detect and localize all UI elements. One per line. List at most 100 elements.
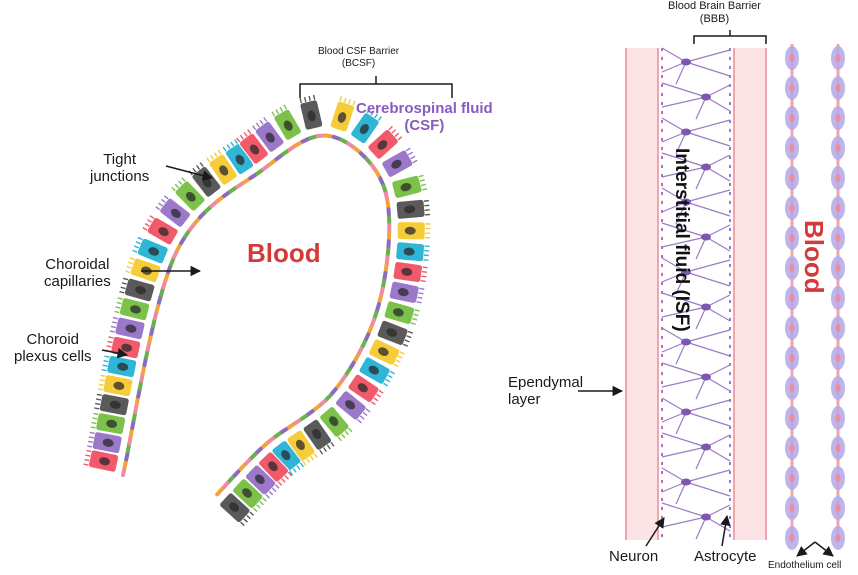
choroid-plexus-cell (350, 108, 382, 145)
choroid-plexus-cells (83, 94, 431, 527)
capillary-segment (183, 228, 192, 239)
cell-nucleus (392, 308, 404, 317)
neuron-label: Neuron (609, 548, 659, 565)
capillary-segment (248, 172, 259, 181)
isf-label: Interstitial fluid (ISF) (671, 148, 692, 332)
choroid-plexus-label: Choroid plexus cells (14, 331, 92, 366)
tight-junctions-label: Tight junctions (90, 151, 149, 186)
capillary-segment (363, 332, 371, 343)
capillary-segment (291, 418, 302, 427)
choroid-plexus-cell (358, 356, 395, 387)
cell-nucleus (255, 474, 265, 485)
choroid-plexus-cell (90, 412, 127, 436)
cell-nucleus (377, 140, 388, 150)
endothelium-nucleus (835, 144, 841, 152)
bbb-label-line2: (BBB) (699, 12, 730, 25)
choroid-plexus-label-line2: plexus cells (14, 348, 92, 366)
choroid-plexus-cell (302, 418, 335, 455)
choroid-plexus-cell (222, 139, 255, 176)
capillary-segment (280, 148, 291, 157)
choroid-plexus-cell (101, 354, 138, 379)
cell-nucleus (400, 183, 412, 192)
ependymal-wall-left (625, 48, 659, 540)
capillary-segment (352, 146, 363, 155)
capillary-segment (169, 256, 176, 267)
choroid-plexus-cell (87, 431, 123, 455)
csf-label-line2: (CSF) (404, 117, 445, 135)
neuron-arrow (645, 517, 665, 547)
neuron-body (681, 268, 691, 276)
capillary-segment (235, 181, 245, 189)
choroid-plexus-cell (376, 319, 414, 347)
cell-nucleus (268, 461, 278, 472)
cell-nucleus (403, 247, 415, 256)
neuron-body (681, 478, 691, 486)
capillary-segment (347, 360, 356, 371)
ependymal-label-line1: Ependymal (508, 374, 584, 391)
capillary-segment (369, 317, 377, 329)
endothelium-nucleus (789, 324, 795, 332)
neuron-body (701, 373, 711, 381)
cell-nucleus (283, 120, 293, 131)
cell-nucleus (281, 450, 291, 461)
capillary-segment (241, 176, 252, 185)
endothelium-nucleus (789, 114, 795, 122)
choroid-plexus-cell (329, 96, 356, 133)
neuron-process (661, 292, 731, 330)
endothelium-nucleus (835, 444, 841, 452)
capillary-segment (359, 339, 367, 350)
csf-label-line1: Cerebrospinal fluid (356, 100, 493, 117)
endothelium-nucleus (789, 264, 795, 272)
capillary-segment (383, 263, 389, 274)
capillary-segment (156, 294, 163, 305)
choroid-plexus-cell (391, 174, 428, 199)
choroid-plexus-cell (271, 104, 302, 141)
capillary-segment (298, 414, 308, 422)
choroidal-capillaries-label-line1: Choroidal (45, 256, 110, 273)
choroid-plexus-cell (155, 195, 191, 228)
choroid-plexus-cell (347, 373, 384, 406)
capillary-segment (144, 348, 150, 360)
cell-nucleus (345, 400, 356, 410)
capillary-segment (381, 183, 388, 195)
capillary-segment (124, 450, 130, 462)
cell-nucleus (404, 205, 416, 214)
endothelium-nucleus (835, 264, 841, 272)
capillary-segment (323, 133, 335, 139)
choroid-plexus-cell (132, 236, 169, 265)
capillary-segment (358, 151, 368, 161)
endothelium-nucleus (789, 444, 795, 452)
tight-junctions-label-line1: Tight (103, 151, 136, 168)
capillary-segment (374, 169, 382, 180)
capillary-segment (130, 419, 136, 430)
bcsf-label-line1: Blood CSF Barrier (318, 46, 400, 57)
capillary-segment (317, 399, 327, 408)
choroid-plexus-cell (367, 125, 403, 160)
choroid-plexus-cell (271, 440, 305, 476)
endothelium-nucleus (835, 84, 841, 92)
capillary-segment (147, 332, 153, 344)
endothelium-nucleus (835, 234, 841, 242)
neuron-process (661, 362, 731, 400)
capillary-segment (122, 458, 129, 470)
neuron-process (661, 327, 731, 365)
capillary-segment (323, 393, 333, 403)
endothelium-nucleus (789, 54, 795, 62)
neuron-body (681, 58, 691, 66)
capillary-segment (161, 278, 168, 290)
choroid-plexus-cell (388, 280, 425, 304)
cell-nucleus (186, 191, 196, 202)
choroid-plexus-cell (368, 338, 405, 368)
capillary-segment (379, 286, 385, 298)
capillary-segment (151, 317, 157, 328)
astrocyte-arrow (720, 514, 731, 547)
neuron-process (661, 187, 731, 225)
bbb-bracket (693, 35, 767, 44)
endothelium-nucleus (789, 414, 795, 422)
capillary-segment (163, 271, 170, 282)
neuron-body (681, 128, 691, 136)
endothelium-nucleus (789, 534, 795, 542)
capillary-segment (384, 255, 390, 267)
neuron-process (661, 502, 731, 540)
neuron-process (661, 222, 731, 260)
